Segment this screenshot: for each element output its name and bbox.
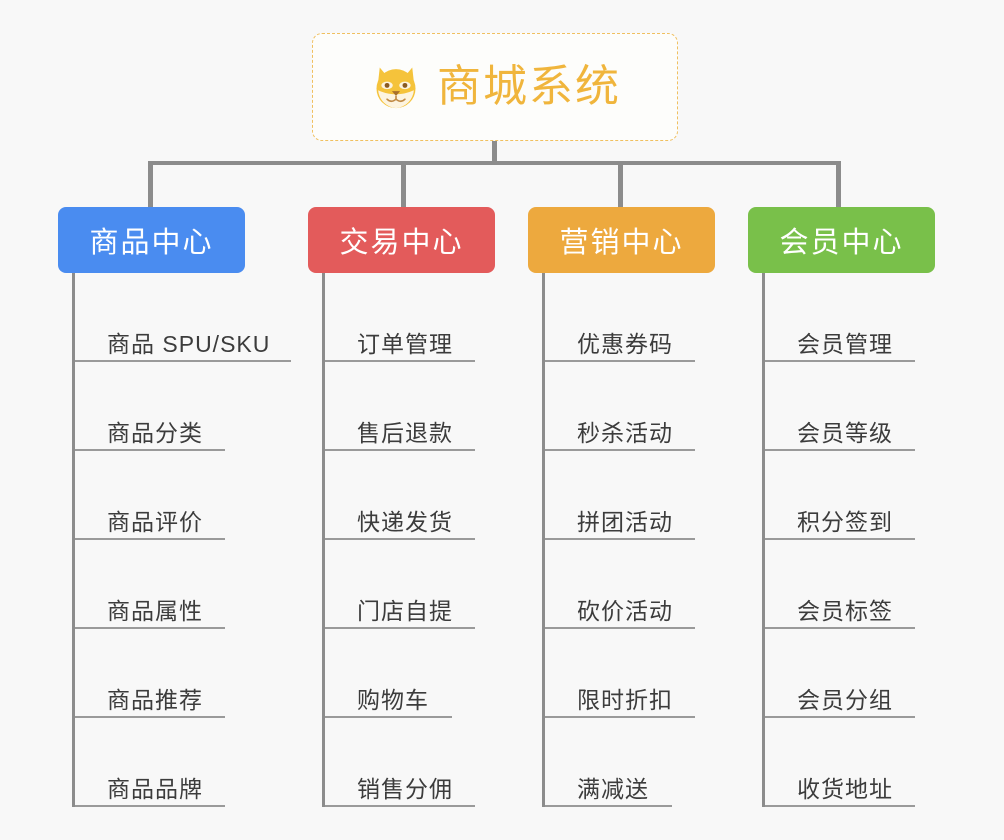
leaf-label: 门店自提 [357, 597, 453, 624]
leaf-label: 销售分佣 [357, 775, 453, 802]
leaf-list-trade-center: 订单管理售后退款快递发货门店自提购物车销售分佣 [322, 273, 495, 807]
leaf-item[interactable]: 会员标签 [765, 540, 935, 629]
leaf-item[interactable]: 满减送 [545, 718, 715, 807]
leaf-label: 优惠券码 [577, 330, 673, 357]
category-label: 交易中心 [339, 227, 464, 259]
category-box-member-center[interactable]: 会员中心 [748, 207, 935, 273]
leaf-underline [325, 538, 475, 540]
leaf-underline [765, 627, 915, 629]
leaf-underline [545, 627, 695, 629]
leaf-label: 商品分类 [107, 419, 203, 446]
category-label: 商品中心 [89, 227, 214, 259]
leaf-underline [545, 449, 695, 451]
leaf-item[interactable]: 优惠券码 [545, 273, 715, 362]
leaf-label: 秒杀活动 [577, 419, 673, 446]
leaf-underline [325, 627, 475, 629]
leaf-underline [75, 716, 225, 718]
connector-horizontal-bus [148, 161, 838, 165]
leaf-label: 满减送 [577, 775, 649, 802]
leaf-item[interactable]: 会员等级 [765, 362, 935, 451]
leaf-list-marketing-center: 优惠券码秒杀活动拼团活动砍价活动限时折扣满减送 [542, 273, 715, 807]
category-box-product-center[interactable]: 商品中心 [58, 207, 245, 273]
leaf-underline [765, 716, 915, 718]
leaf-item[interactable]: 销售分佣 [325, 718, 495, 807]
leaf-underline [545, 538, 695, 540]
leaf-item[interactable]: 购物车 [325, 629, 495, 718]
leaf-label: 商品推荐 [107, 686, 203, 713]
leaf-underline [325, 805, 475, 807]
root-node[interactable]: 商城系统 [312, 33, 678, 141]
leaf-label: 收货地址 [797, 775, 893, 802]
leaf-label: 购物车 [357, 686, 429, 713]
leaf-item[interactable]: 会员分组 [765, 629, 935, 718]
leaf-underline [545, 360, 695, 362]
leaf-label: 商品 SPU/SKU [107, 330, 271, 357]
leaf-underline [545, 805, 672, 807]
leaf-item[interactable]: 订单管理 [325, 273, 495, 362]
leaf-item[interactable]: 商品推荐 [75, 629, 245, 718]
root-title: 商城系统 [437, 62, 621, 111]
leaf-underline [75, 805, 225, 807]
leaf-item[interactable]: 会员管理 [765, 273, 935, 362]
leaf-underline [325, 449, 475, 451]
leaf-underline [75, 449, 225, 451]
connector-drop-1 [148, 161, 153, 208]
leaf-label: 会员管理 [797, 330, 893, 357]
leaf-item[interactable]: 快递发货 [325, 451, 495, 540]
leaf-item[interactable]: 商品评价 [75, 451, 245, 540]
leaf-label: 会员标签 [797, 597, 893, 624]
leaf-underline [75, 360, 291, 362]
connector-root-stem [492, 141, 497, 163]
leaf-label: 订单管理 [357, 330, 453, 357]
leaf-label: 快递发货 [357, 508, 453, 535]
leaf-item[interactable]: 拼团活动 [545, 451, 715, 540]
leaf-underline [325, 716, 452, 718]
leaf-underline [75, 538, 225, 540]
leaf-underline [325, 360, 475, 362]
leaf-underline [545, 716, 695, 718]
leaf-underline [75, 627, 225, 629]
leaf-item[interactable]: 售后退款 [325, 362, 495, 451]
leaf-underline [765, 805, 915, 807]
leaf-label: 商品属性 [107, 597, 203, 624]
leaf-label: 拼团活动 [577, 508, 673, 535]
leaf-label: 会员等级 [797, 419, 893, 446]
leaf-label: 商品品牌 [107, 775, 203, 802]
leaf-label: 积分签到 [797, 508, 893, 535]
category-label: 营销中心 [559, 227, 684, 259]
leaf-list-product-center: 商品 SPU/SKU 商品分类商品评价商品属性商品推荐商品品牌 [72, 273, 291, 807]
connector-drop-2 [401, 161, 406, 208]
category-box-marketing-center[interactable]: 营销中心 [528, 207, 715, 273]
connector-drop-3 [618, 161, 623, 208]
leaf-underline [765, 449, 915, 451]
leaf-item[interactable]: 积分签到 [765, 451, 935, 540]
branch-column-marketing-center: 营销中心优惠券码秒杀活动拼团活动砍价活动限时折扣满减送 [528, 207, 715, 807]
connector-drop-4 [836, 161, 841, 208]
leaf-label: 售后退款 [357, 419, 453, 446]
leaf-list-member-center: 会员管理会员等级积分签到会员标签会员分组收货地址 [762, 273, 935, 807]
category-box-trade-center[interactable]: 交易中心 [308, 207, 495, 273]
leaf-label: 限时折扣 [577, 686, 673, 713]
branch-column-product-center: 商品中心商品 SPU/SKU 商品分类商品评价商品属性商品推荐商品品牌 [58, 207, 291, 807]
leaf-label: 砍价活动 [577, 597, 673, 624]
leaf-item[interactable]: 商品分类 [75, 362, 245, 451]
leaf-item[interactable]: 商品 SPU/SKU [75, 273, 291, 362]
leaf-underline [765, 360, 915, 362]
leaf-item[interactable]: 门店自提 [325, 540, 495, 629]
leaf-item[interactable]: 限时折扣 [545, 629, 715, 718]
leaf-item[interactable]: 砍价活动 [545, 540, 715, 629]
branch-column-trade-center: 交易中心订单管理售后退款快递发货门店自提购物车销售分佣 [308, 207, 495, 807]
leaf-underline [765, 538, 915, 540]
leaf-item[interactable]: 商品品牌 [75, 718, 245, 807]
leaf-label: 会员分组 [797, 686, 893, 713]
leaf-item[interactable]: 收货地址 [765, 718, 935, 807]
shiba-dog-face-icon [376, 67, 416, 109]
branch-column-member-center: 会员中心会员管理会员等级积分签到会员标签会员分组收货地址 [748, 207, 935, 807]
leaf-item[interactable]: 商品属性 [75, 540, 245, 629]
leaf-item[interactable]: 秒杀活动 [545, 362, 715, 451]
leaf-label: 商品评价 [107, 508, 203, 535]
category-label: 会员中心 [779, 227, 904, 259]
